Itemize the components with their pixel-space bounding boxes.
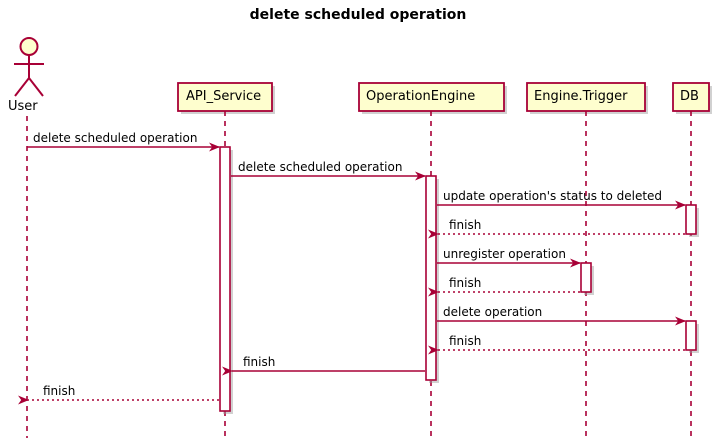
actor-user-figure xyxy=(14,37,44,97)
participant-label-engine-trigger: Engine.Trigger xyxy=(534,89,628,104)
activation-operationengine xyxy=(425,175,437,381)
participant-label-api-service: API_Service xyxy=(186,89,262,104)
message-label-9: finish xyxy=(243,355,276,369)
actor-label-user: User xyxy=(8,99,38,114)
message-label-2: delete scheduled operation xyxy=(238,160,403,174)
message-label-7: delete operation xyxy=(443,305,543,319)
message-label-4: finish xyxy=(449,218,482,232)
activation-api-service xyxy=(219,146,231,412)
activation-db-2 xyxy=(685,320,697,351)
message-arrows xyxy=(18,142,686,405)
message-label-6: finish xyxy=(449,276,482,290)
diagram-title: delete scheduled operation xyxy=(249,7,467,23)
participant-label-operationengine: OperationEngine xyxy=(366,89,476,104)
participant-label-db: DB xyxy=(680,89,699,104)
participant-box-engine-trigger xyxy=(526,82,646,112)
participant-box-db xyxy=(672,82,710,112)
activation-bars xyxy=(219,146,697,412)
message-label-8: finish xyxy=(449,334,482,348)
message-label-5: unregister operation xyxy=(443,247,566,261)
activation-db-1 xyxy=(685,204,697,235)
message-label-10: finish xyxy=(43,384,76,398)
message-label-1: delete scheduled operation xyxy=(33,131,198,145)
participant-box-api-service xyxy=(177,82,273,112)
message-label-3: update operation's status to deleted xyxy=(443,189,663,203)
participant-boxes xyxy=(177,82,710,112)
activation-engine-trigger xyxy=(580,262,592,293)
